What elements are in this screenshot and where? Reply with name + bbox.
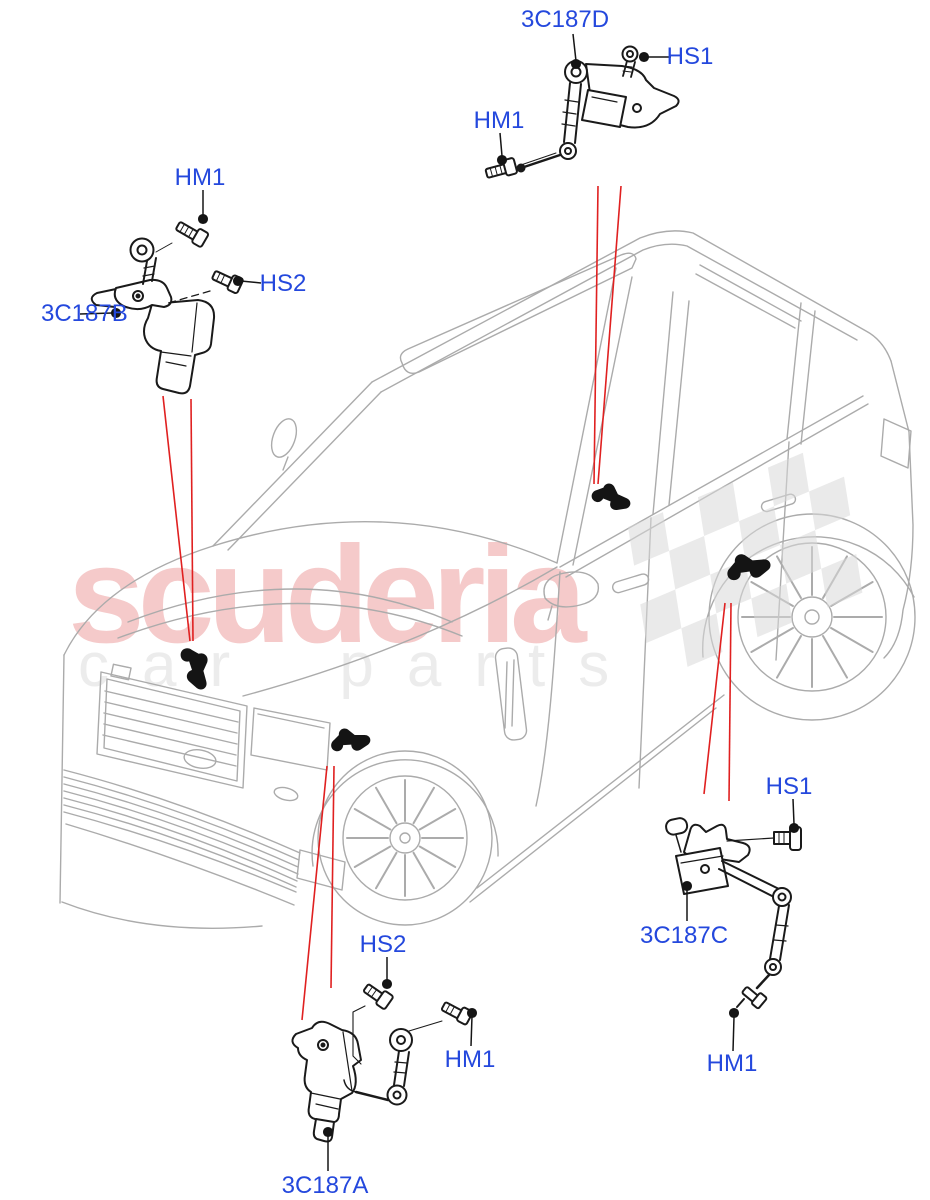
- part-3c187a-drawing: [291, 983, 474, 1143]
- bolt-hm1-bottom-left: [440, 1001, 474, 1026]
- sensor-marker-front-fender: [331, 728, 371, 752]
- bolt-hs2-bottom: [363, 983, 394, 1010]
- fender-vent: [494, 647, 528, 741]
- sensor-marker-b-pillar: [591, 483, 631, 510]
- callout-hm1-left: HM1: [174, 164, 226, 191]
- bolt-hs1-bottom-right: [726, 826, 802, 851]
- bolt-hs1-top: [621, 45, 639, 78]
- part-3c187c-drawing: [665, 817, 802, 1010]
- callout-hm1-top: HM1: [473, 107, 525, 134]
- side-mirror: [543, 571, 600, 608]
- headlight: [250, 707, 331, 771]
- part-3c187b-drawing: [90, 221, 244, 395]
- stud-hm1-bottom-right: [741, 986, 768, 1010]
- callout-3c187c: 3C187C: [639, 922, 729, 949]
- callout-3c187d: 3C187D: [520, 6, 610, 33]
- leader-lines: [79, 33, 800, 1171]
- front-grille: [96, 671, 248, 789]
- bolt-hm1-top: [484, 157, 518, 179]
- front-door-handle: [611, 573, 650, 594]
- bolt-hm1-left: [175, 221, 210, 248]
- checkered-flag-watermark: [628, 452, 863, 667]
- callout-hs1-top: HS1: [666, 43, 714, 70]
- callout-hm1-bottom-left: HM1: [444, 1046, 496, 1073]
- brand-badge: [183, 749, 217, 769]
- sensor-marker-hood: [180, 648, 208, 690]
- callout-3c187b: 3C187B: [41, 300, 128, 327]
- part-3c187d-drawing: [484, 45, 680, 179]
- sunroof: [399, 252, 637, 375]
- pointer-lines: [162, 185, 732, 1021]
- watermark-brand-text: scuderia: [68, 518, 587, 672]
- lower-grille: [61, 769, 346, 929]
- callout-hm1-bottom-right: HM1: [706, 1050, 758, 1077]
- callout-hs2-left: HS2: [259, 270, 307, 297]
- sensor-marker-rear-door: [727, 554, 771, 581]
- callout-hs1-bottom-right: HS1: [765, 773, 813, 800]
- far-side-mirror: [270, 418, 298, 458]
- taillight: [880, 418, 912, 469]
- callout-hs2-bottom: HS2: [359, 931, 407, 958]
- vehicle-line-art: [59, 230, 916, 929]
- callout-3c187a: 3C187A: [281, 1172, 369, 1199]
- front-wheel: [317, 750, 493, 926]
